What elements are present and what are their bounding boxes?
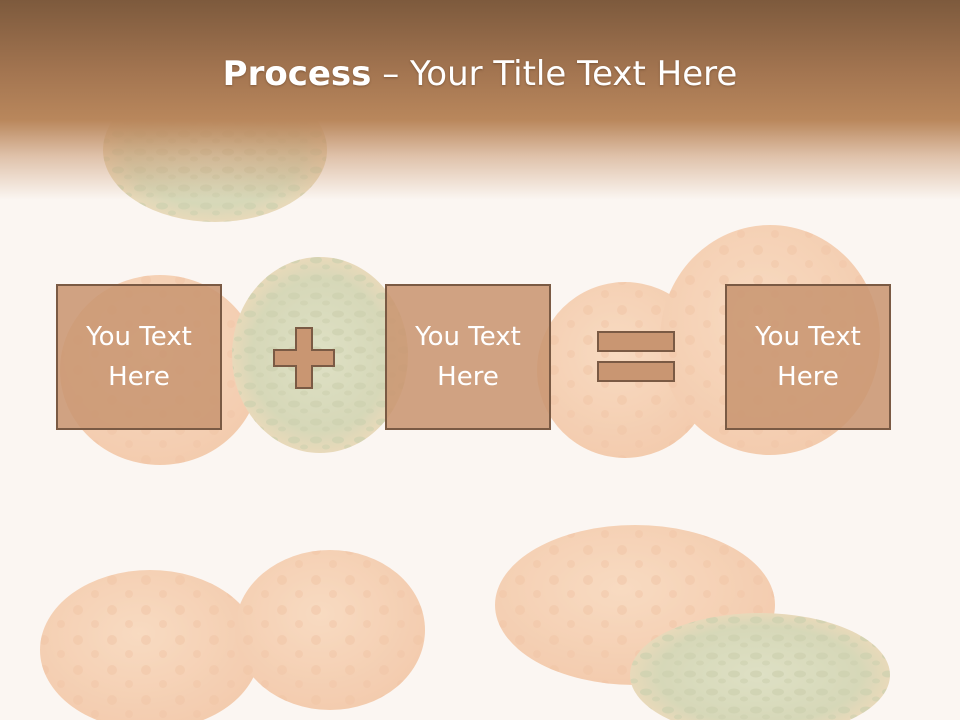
process-box-text: You Text Here xyxy=(755,317,861,397)
process-box-line2: Here xyxy=(108,362,170,392)
process-box-1[interactable]: You Text Here xyxy=(56,284,222,430)
process-box-line1: You Text xyxy=(755,322,861,352)
title-bold: Process xyxy=(222,54,372,94)
slide-title: Process – Your Title Text Here xyxy=(0,52,960,96)
process-box-2[interactable]: You Text Here xyxy=(385,284,551,430)
process-box-line2: Here xyxy=(437,362,499,392)
equals-icon xyxy=(597,331,675,382)
process-box-line1: You Text xyxy=(86,322,192,352)
header-band xyxy=(0,0,960,200)
process-box-line1: You Text xyxy=(415,322,521,352)
process-box-text: You Text Here xyxy=(415,317,521,397)
process-box-line2: Here xyxy=(777,362,839,392)
plus-icon xyxy=(273,327,335,389)
title-rest: Your Title Text Here xyxy=(410,54,738,94)
process-box-3[interactable]: You Text Here xyxy=(725,284,891,430)
title-separator: – xyxy=(371,54,411,94)
process-box-text: You Text Here xyxy=(86,317,192,397)
